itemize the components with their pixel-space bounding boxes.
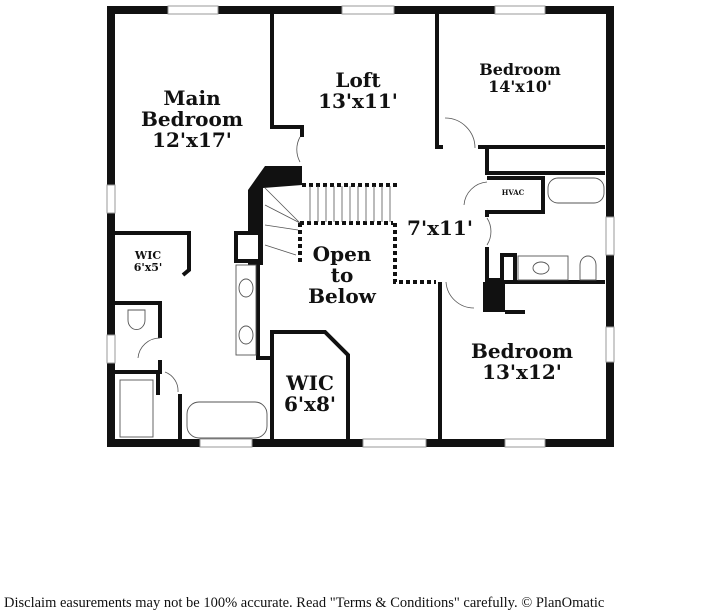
toilet (127, 309, 146, 331)
room-name: Loft (335, 68, 381, 92)
label-line: Open (312, 242, 372, 266)
window (494, 5, 546, 15)
room-size: 6'x5' (133, 260, 163, 274)
window (605, 326, 615, 363)
room-name: Bedroom (479, 60, 561, 79)
window (199, 438, 253, 448)
sink (238, 278, 254, 298)
window (362, 438, 427, 448)
room-name: Bedroom (471, 339, 573, 363)
sink (532, 261, 550, 275)
stair-core (234, 166, 505, 312)
window (106, 184, 116, 214)
toilet (579, 255, 597, 281)
room-name: Main (163, 86, 221, 110)
room-name: WIC (286, 371, 334, 395)
window (106, 334, 116, 364)
room-size: 13'x12' (482, 360, 562, 384)
bathtub (186, 401, 268, 439)
hall-label: 7'x11' (407, 218, 473, 239)
doors (137, 117, 492, 393)
room-size: 6'x8' (283, 392, 337, 416)
vanity (517, 255, 569, 281)
stairs (264, 186, 391, 256)
bathtub (547, 177, 605, 204)
room-name: HVAC (501, 188, 525, 197)
window (504, 438, 546, 448)
window (605, 216, 615, 256)
sink (238, 325, 254, 345)
interior-walls (110, 10, 605, 443)
window (167, 5, 219, 15)
hvac-label: HVAC (501, 188, 525, 197)
shower (119, 379, 154, 438)
label-line: Below (308, 284, 376, 308)
disclaimer-text: Disclaim easurements may not be 100% acc… (4, 595, 605, 611)
open-to-below-railing (298, 183, 436, 284)
room-name: WIC (134, 249, 162, 262)
room-name: Bedroom (141, 107, 243, 131)
room-size: 12'x17' (152, 128, 232, 152)
label-line: to (330, 263, 354, 287)
window (341, 5, 395, 15)
room-size: 13'x11' (318, 89, 398, 113)
windows (106, 5, 615, 448)
room-size: 14'x10' (488, 76, 552, 96)
vanity (235, 264, 257, 356)
room-size: 7'x11' (407, 216, 473, 240)
fixtures (119, 177, 605, 439)
